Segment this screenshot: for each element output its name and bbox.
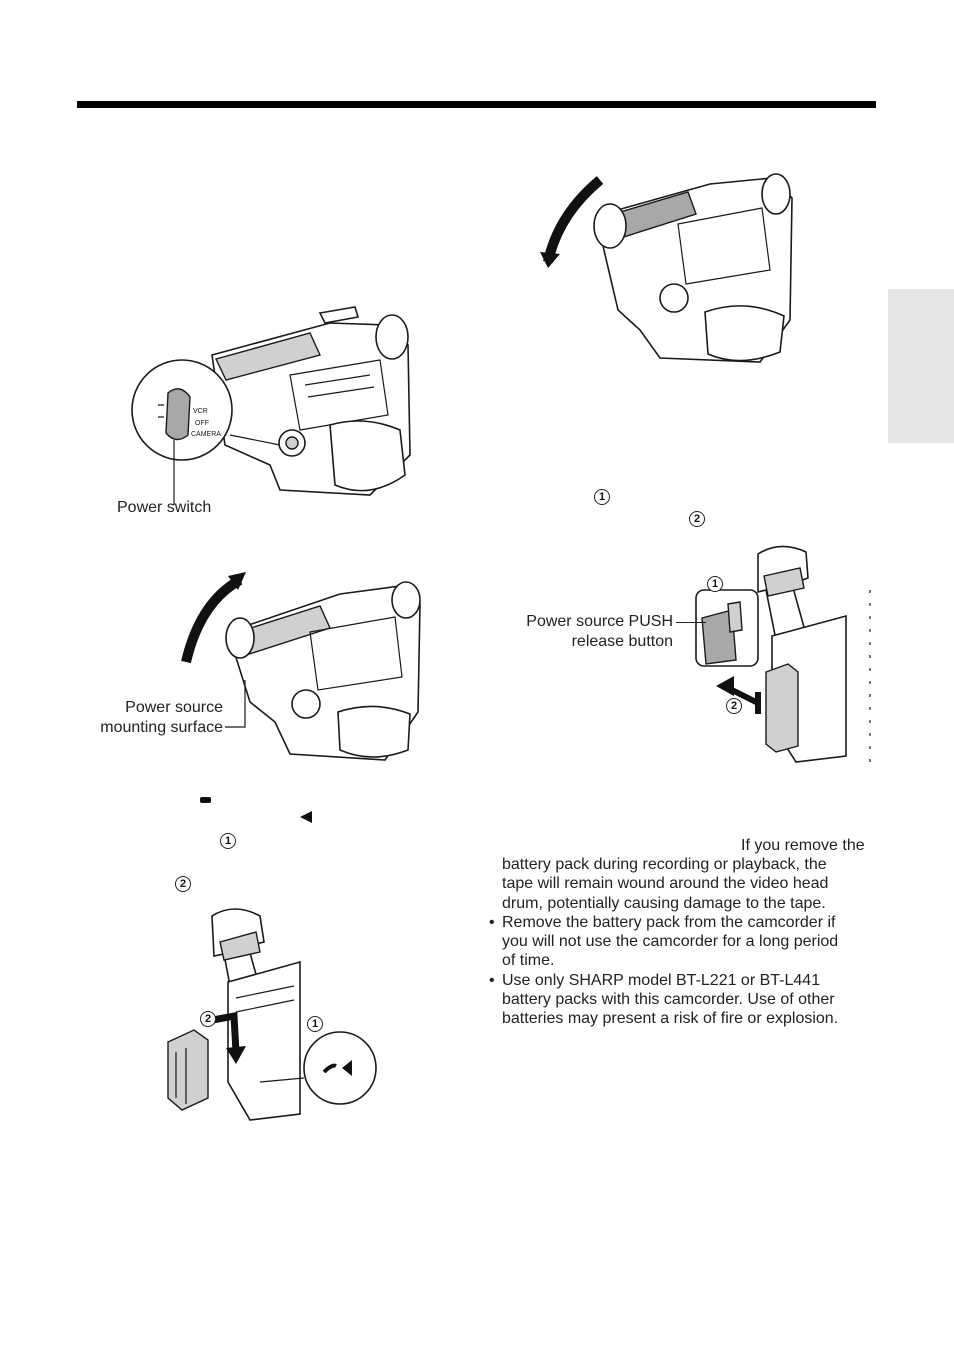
power-switch-label: Power switch <box>117 499 212 516</box>
step-marker-2-remove: 2 <box>726 698 742 714</box>
camcorder-rotate-down-illustration <box>540 173 793 363</box>
note-third-1: Use only SHARP model BT-L221 or BT-L441 <box>502 971 821 989</box>
notes-list: battery pack during recording or playbac… <box>489 855 879 1029</box>
bullet: • <box>489 913 495 931</box>
camcorder-power-switch-illustration <box>131 306 411 505</box>
switch-vcr-label: VCR <box>193 408 208 415</box>
dash-mark-icon <box>200 797 211 803</box>
step-marker-1-attach: 1 <box>307 1016 323 1032</box>
power-source-mounting-line2: mounting surface <box>100 719 223 736</box>
top-rule <box>77 101 876 108</box>
step-marker-1-right: 1 <box>594 489 610 505</box>
camcorder-mounting-illustration <box>181 572 421 761</box>
note-first-line-tail: If you remove the <box>741 837 865 854</box>
note-item-first-cont: battery pack during recording or playbac… <box>489 855 879 913</box>
note-second-1: Remove the battery pack from the camcord… <box>502 913 836 931</box>
push-release-label: Power source PUSH release button <box>480 612 673 652</box>
step-marker-2-left: 2 <box>175 876 191 892</box>
note-second-3: of time. <box>502 952 555 970</box>
push-release-line2: release button <box>571 633 673 650</box>
note-first-cont-2: tape will remain wound around the video … <box>502 875 829 893</box>
note-second-2: you will not use the camcorder for a lon… <box>502 933 839 951</box>
camcorder-attach-battery-illustration <box>167 908 377 1121</box>
switch-off-label: OFF <box>195 420 209 427</box>
push-release-line1: Power source PUSH <box>526 613 673 630</box>
note-third-2: battery packs with this camcorder. Use o… <box>502 991 835 1009</box>
side-tab <box>888 289 954 443</box>
camcorder-remove-battery-illustration <box>695 545 871 770</box>
power-source-mounting-label: Power source mounting surface <box>60 698 223 738</box>
note-first-cont-1: battery pack during recording or playbac… <box>502 856 827 873</box>
note-item-second: • Remove the battery pack from the camco… <box>489 913 879 971</box>
push-release-leader <box>676 622 706 623</box>
step-marker-1-left: 1 <box>220 833 236 849</box>
step-marker-2-right: 2 <box>689 511 705 527</box>
step-marker-2-attach: 2 <box>200 1011 216 1027</box>
triangle-left-icon <box>300 811 312 823</box>
step-marker-1-remove: 1 <box>707 576 723 592</box>
switch-camera-label: CAMERA <box>191 431 221 438</box>
note-first-cont-3: drum, potentially causing damage to the … <box>502 894 826 912</box>
note-item-third: • Use only SHARP model BT-L221 or BT-L44… <box>489 971 879 1029</box>
bullet: • <box>489 971 495 989</box>
note-third-3: batteries may present a risk of fire or … <box>502 1010 839 1028</box>
power-source-mounting-line1: Power source <box>125 699 223 716</box>
